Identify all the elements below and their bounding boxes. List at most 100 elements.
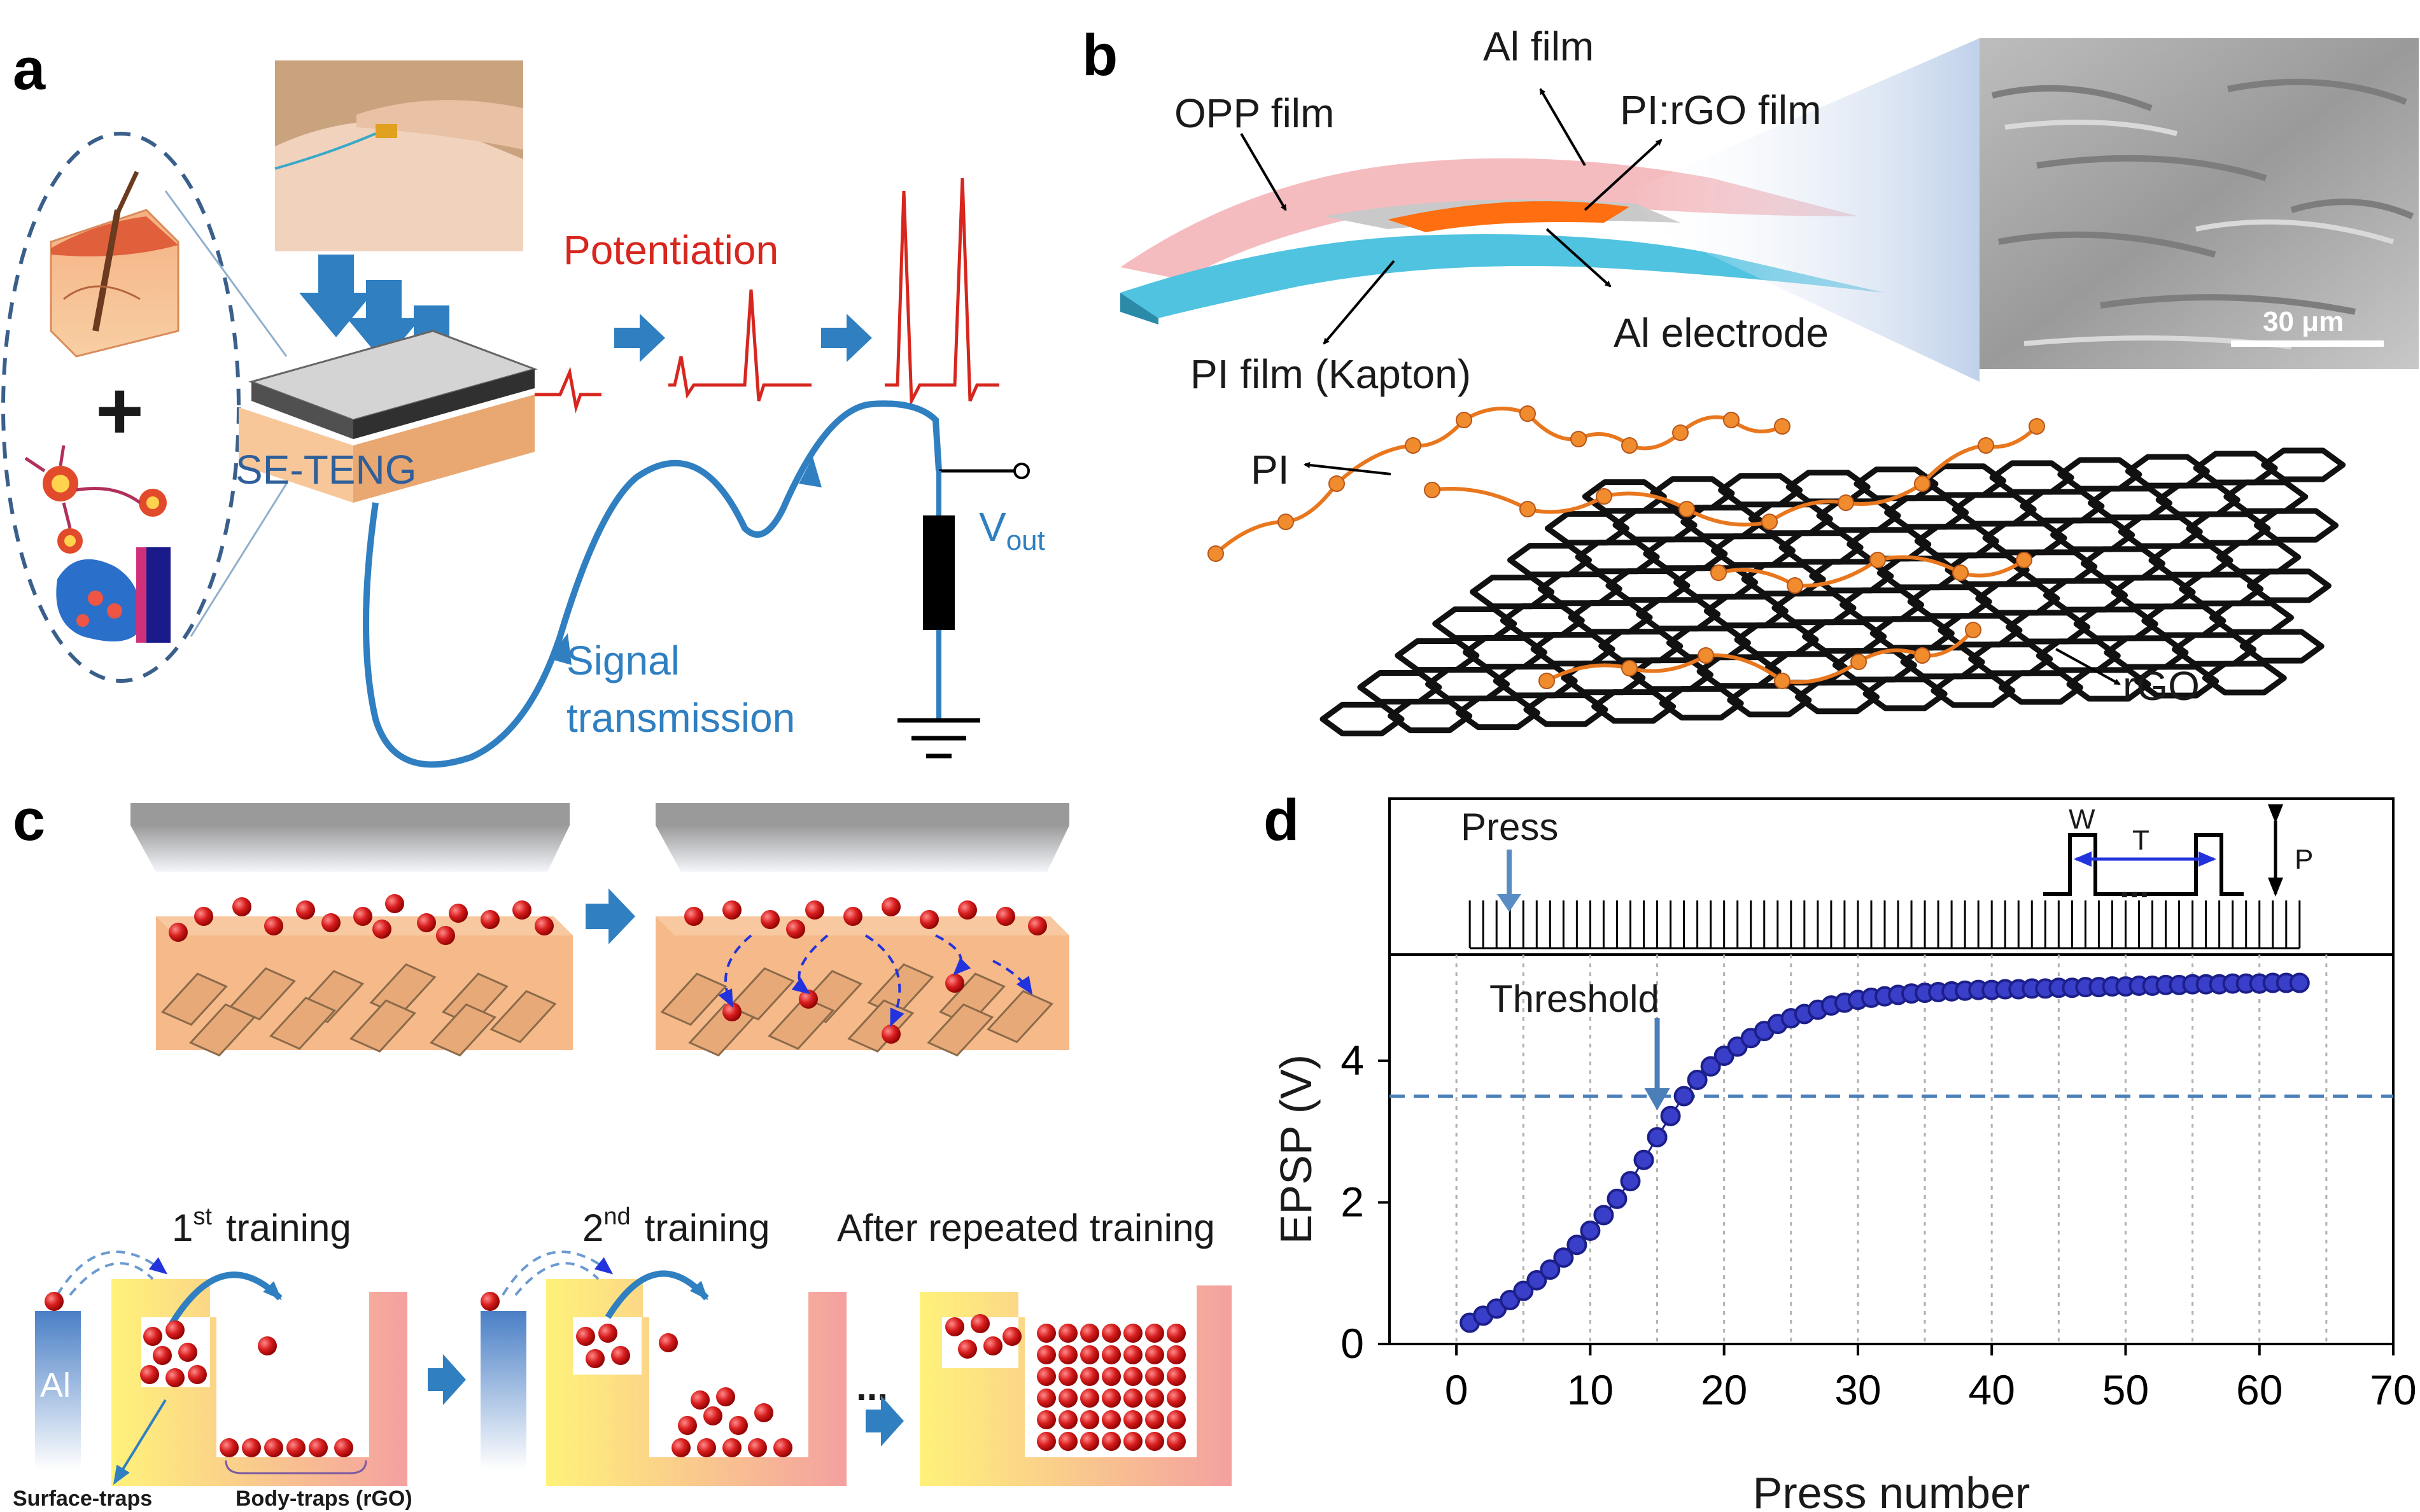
pi-bead xyxy=(1672,424,1689,441)
trapped-charges xyxy=(45,1292,353,1457)
charge-sphere xyxy=(1123,1410,1143,1429)
charge-sphere xyxy=(178,1343,197,1362)
hexagon-cell xyxy=(2118,514,2203,549)
x-tick-label: 30 xyxy=(1834,1366,1881,1413)
right-arrow-icon xyxy=(866,1396,904,1446)
charge-sphere xyxy=(232,897,251,916)
hexagon-cell xyxy=(1319,701,1405,737)
pi-bead xyxy=(1424,482,1440,498)
vout-label: Vout xyxy=(979,504,1045,556)
charge-sphere xyxy=(512,900,531,920)
charge-sphere xyxy=(165,1368,185,1387)
potentiation-label: Potentiation xyxy=(563,227,778,273)
pi-bead xyxy=(1978,437,1994,454)
hexagon-cell xyxy=(1629,657,1713,692)
pulse-period-label: T xyxy=(2132,825,2149,856)
charge-sphere xyxy=(920,910,939,929)
pi-bead xyxy=(1869,552,1886,568)
hexagon-cell xyxy=(1847,527,1932,562)
hexagon-cell xyxy=(2155,482,2241,517)
hexagon-cell xyxy=(2050,517,2135,552)
pi-film-label: PI film (Kapton) xyxy=(1190,351,1471,397)
pi-bead xyxy=(1774,673,1790,689)
hexagon-cell xyxy=(2006,610,2091,645)
output-terminal xyxy=(1013,463,1030,479)
charge-sphere xyxy=(1123,1432,1143,1451)
hexagon-cell xyxy=(1914,524,1999,559)
hexagon-cell xyxy=(1582,479,1667,514)
charge-sphere xyxy=(1167,1410,1186,1429)
charge-sphere xyxy=(1123,1367,1143,1386)
charge-sphere xyxy=(258,1336,277,1355)
charge-sphere xyxy=(165,1320,185,1340)
charge-sphere xyxy=(722,900,742,920)
data-point xyxy=(1660,1105,1681,1126)
hexagon-cell xyxy=(1605,568,1691,603)
charge-sphere xyxy=(1059,1345,1078,1364)
hexagon-cell xyxy=(1840,587,1924,622)
pi-bead xyxy=(2016,552,2032,568)
charge-sphere xyxy=(996,907,1015,926)
charge-sphere xyxy=(945,974,964,993)
hexagon-cell xyxy=(1998,670,2083,705)
y-tick-label: 2 xyxy=(1340,1178,1364,1225)
charge-sphere xyxy=(882,897,901,916)
charge-sphere xyxy=(169,923,188,942)
al-electrode-label: Al electrode xyxy=(1614,310,1829,356)
data-point xyxy=(1607,1188,1628,1209)
pi-bead xyxy=(1328,475,1345,492)
hexagon-cell xyxy=(2246,568,2332,603)
hexagon-cell xyxy=(1989,460,2074,495)
pi-bead xyxy=(1538,673,1555,689)
hexagon-cell xyxy=(1727,683,1812,718)
hexagon-cell xyxy=(2254,508,2339,543)
charge-sphere xyxy=(1080,1324,1099,1343)
charge-sphere xyxy=(1167,1432,1186,1451)
right-arrow-icon xyxy=(428,1354,466,1405)
hexagon-cell xyxy=(2036,638,2121,673)
hexagon-cell xyxy=(1764,651,1850,686)
charge-sphere xyxy=(1102,1345,1121,1364)
charge-sphere xyxy=(1080,1367,1099,1386)
hexagon-cell xyxy=(2104,635,2189,670)
charge-sphere xyxy=(1145,1367,1164,1386)
spike-train-1 xyxy=(535,367,601,414)
trapped-charges xyxy=(945,1314,1186,1451)
down-arrow-icon xyxy=(1644,1088,1670,1110)
hexagon-cell xyxy=(1680,505,1766,540)
signal-arrow-icon xyxy=(549,633,572,665)
charge-sphere xyxy=(882,1025,901,1044)
hexagon-cell xyxy=(1500,603,1585,638)
hexagon-cell xyxy=(1802,619,1887,654)
pi-bead xyxy=(1698,647,1714,664)
hand-photo xyxy=(274,60,523,251)
charge-sphere xyxy=(843,907,862,926)
pi-bead xyxy=(1207,545,1224,562)
data-point xyxy=(1700,1056,1721,1077)
y-tick-label: 0 xyxy=(1340,1320,1364,1367)
charge-sphere xyxy=(188,1365,207,1384)
hexagon-cell xyxy=(1432,606,1517,641)
rgo-flake xyxy=(660,972,728,1026)
charge-sphere xyxy=(481,1292,500,1311)
al-label: Al xyxy=(40,1366,71,1404)
charge-sphere xyxy=(1102,1324,1121,1343)
y-axis-ticks: 024 xyxy=(1340,1037,1389,1367)
hexagon-cell xyxy=(1530,632,1615,667)
pi-polymer-chains xyxy=(1207,405,2045,689)
charge-sphere xyxy=(1102,1410,1121,1429)
charge-sphere xyxy=(372,920,391,939)
hexagon-cell xyxy=(1975,581,2060,616)
charge-sphere xyxy=(1028,916,1047,935)
body-traps-label: Body-traps (rGO) xyxy=(236,1487,412,1511)
charge-sphere xyxy=(722,1438,742,1457)
charge-sphere xyxy=(697,1438,716,1457)
panel-b: b 30 μm OPP film Al film PI:rGO film Al … xyxy=(1082,23,2419,737)
surface-traps-label: Surface-traps xyxy=(13,1487,152,1511)
charge-sphere xyxy=(309,1438,328,1457)
hexagon-cell xyxy=(1785,470,1871,505)
charge-sphere xyxy=(1002,1327,1022,1346)
charge-sphere xyxy=(971,1314,990,1333)
